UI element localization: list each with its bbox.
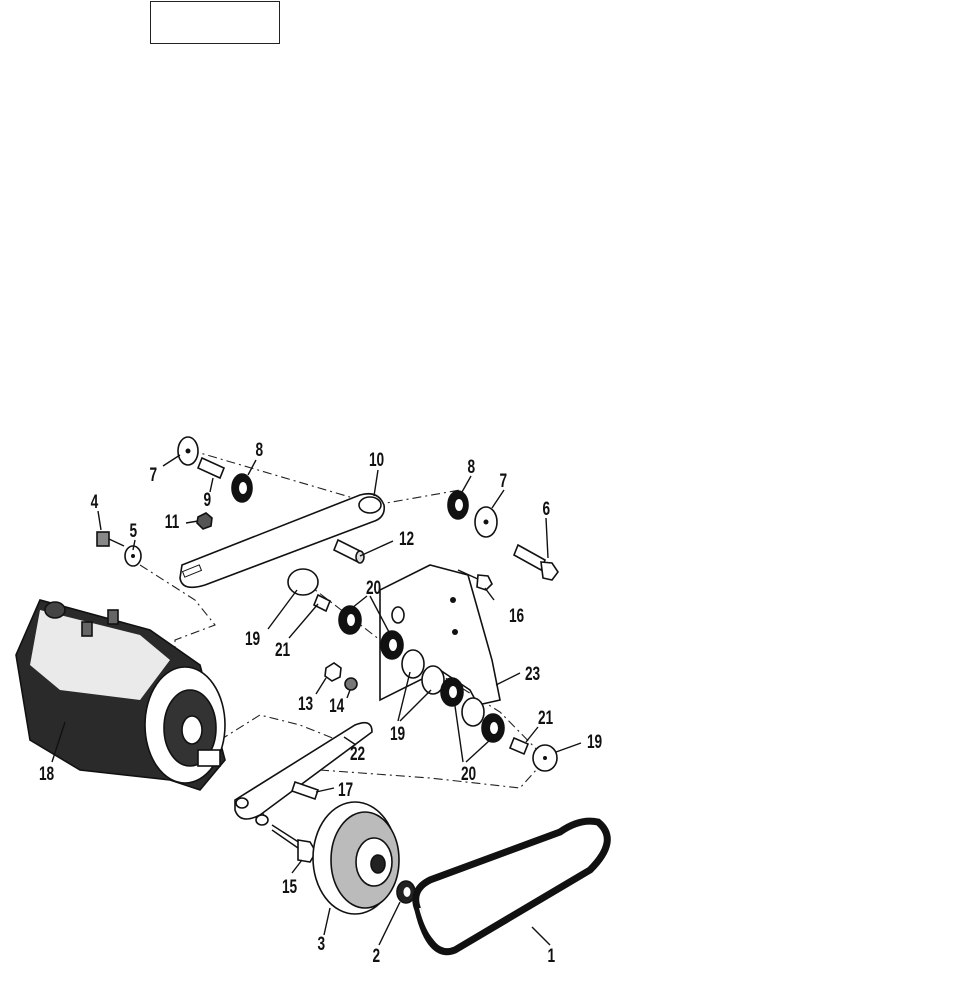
callout-4: 4 [91,491,99,513]
callout-5: 5 [129,520,137,542]
leader-lines [51,454,582,946]
callout-2: 2 [372,945,380,967]
part-7-washer-right [474,506,498,538]
part-18-generator [15,599,226,791]
part-12-pin [332,538,365,564]
header-box [150,1,280,44]
callout-9: 9 [203,489,211,511]
part-17-stud [290,780,320,801]
part-1-belt [412,817,611,955]
callout-6: 6 [542,498,550,520]
callout-19-right: 19 [587,731,602,753]
callout-22: 22 [350,743,365,765]
part-4-bolt [96,531,125,547]
callout-14: 14 [329,695,345,717]
part-5-washer [124,545,142,567]
part-8-grommet-right [447,490,469,520]
callout-labels: 1 2 3 4 5 6 7 7 8 8 9 10 11 12 13 14 15 … [39,439,602,967]
callout-23: 23 [525,663,540,685]
part-9-spacer [196,456,226,480]
part-7-washer-left [177,436,199,466]
part-3-pulley [312,801,400,915]
callout-13: 13 [298,693,313,715]
part-20-cushion-left [338,605,404,660]
part-16-bolt [457,569,493,591]
callout-7-left: 7 [149,464,157,486]
part-19-washers-middle [401,649,485,727]
callout-20-lower: 20 [461,763,476,785]
callout-17: 17 [338,779,353,801]
part-2-washer [396,880,416,904]
callout-21-right: 21 [538,707,553,729]
part-8-grommet-left [231,473,253,503]
callout-20-upper: 20 [366,577,381,599]
part-11-nut [196,512,213,530]
part-19-washer-upper [287,568,319,596]
callout-8-right: 8 [467,456,475,478]
callout-12: 12 [399,528,414,550]
part-19-washer-right [532,744,558,772]
callout-19-upper: 19 [245,628,260,650]
callout-3: 3 [317,933,325,955]
callout-15: 15 [282,876,297,898]
part-15-bolt [271,824,317,863]
callout-11: 11 [165,511,179,533]
part-21-sleeve-right [508,736,530,756]
part-21-sleeve-left [312,593,332,613]
part-22-brace [234,721,373,826]
callout-8-left: 8 [255,439,263,461]
callout-16: 16 [509,605,524,627]
callout-7-right: 7 [499,470,507,492]
part-6-bolt [512,543,559,581]
part-14-lockwasher [344,677,358,691]
callout-21-left: 21 [275,639,290,661]
part-20-cushion-right [440,677,505,743]
callout-18: 18 [39,763,54,785]
callout-10: 10 [369,449,384,471]
part-13-nut [324,662,342,682]
callout-1: 1 [547,945,555,967]
part-10-brace [179,492,386,589]
callout-19-middle: 19 [390,723,405,745]
